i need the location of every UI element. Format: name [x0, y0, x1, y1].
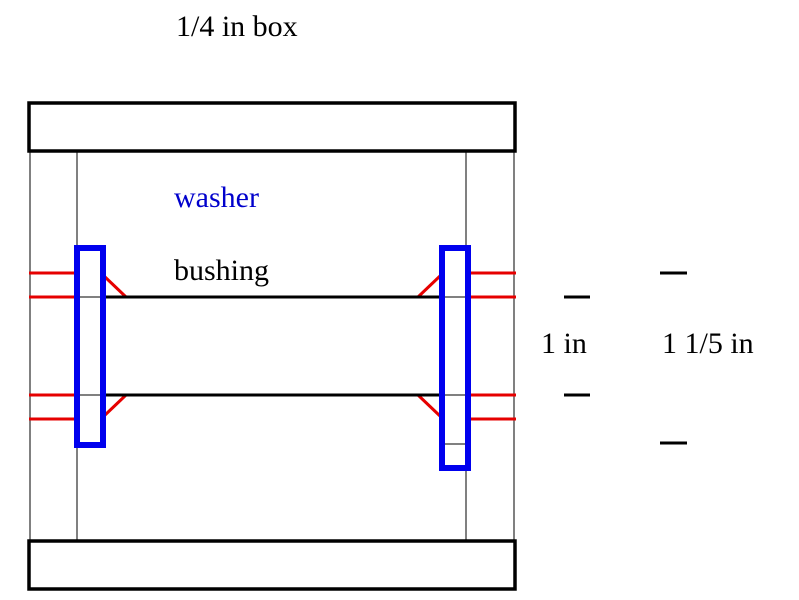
chamfer-right-bottom: [416, 393, 442, 418]
top-plate: [27, 101, 517, 153]
chamfer-left-bottom: [102, 393, 128, 418]
bushing: [104, 295, 440, 397]
bottom-plate: [27, 539, 517, 591]
washer-label: washer: [174, 181, 259, 214]
chamfer-right-top: [416, 274, 442, 299]
chamfer-left-top: [102, 274, 128, 299]
dimension-markers: [564, 271, 687, 445]
outer-dimension-label: 1 1/5 in: [662, 327, 754, 360]
box-label: 1/4 in box: [176, 10, 298, 43]
washer-right: [439, 245, 471, 471]
red-lines: [29, 271, 516, 421]
bushing-label: bushing: [174, 254, 269, 287]
washer-left: [74, 245, 106, 448]
inner-dimension-label: 1 in: [541, 327, 587, 360]
